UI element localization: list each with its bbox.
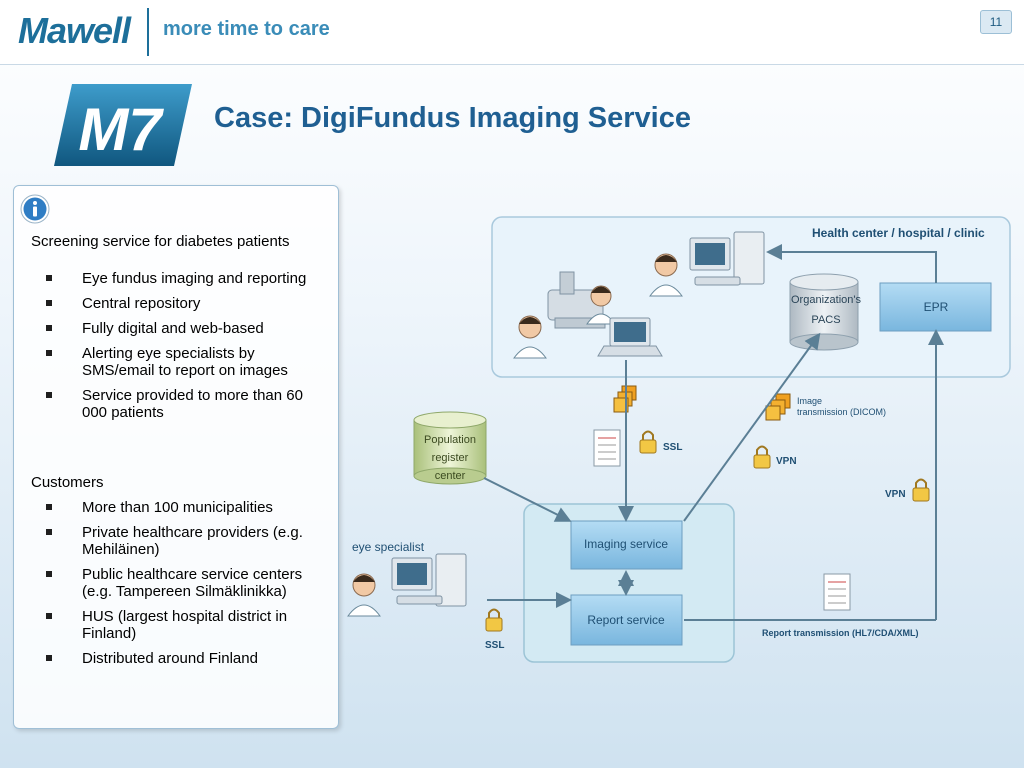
image-transmission-label-1: Image bbox=[797, 396, 822, 406]
tagline: more time to care bbox=[163, 18, 330, 40]
epr-box bbox=[879, 282, 992, 332]
computer-icon bbox=[391, 553, 467, 607]
population-label-1: Population bbox=[424, 434, 476, 446]
ssl-bottom-label: SSL bbox=[485, 640, 504, 651]
lock-icon bbox=[485, 608, 503, 632]
population-label-2: register bbox=[432, 452, 469, 464]
m7-badge: M7 bbox=[54, 84, 192, 166]
vpn-right-label: VPN bbox=[885, 489, 906, 500]
list-item: Alerting eye specialists by SMS/email to… bbox=[46, 345, 327, 379]
population-register-icon bbox=[413, 411, 487, 485]
info-icon bbox=[20, 194, 50, 224]
document-icon bbox=[823, 573, 851, 611]
pacs-database-icon bbox=[789, 273, 859, 351]
service-diagram: Health center / hospital / clinic bbox=[347, 216, 1011, 663]
customers-heading: Customers bbox=[31, 474, 104, 491]
lock-icon bbox=[639, 430, 657, 454]
laptop-icon bbox=[597, 317, 663, 357]
list-item: HUS (largest hospital district in Finlan… bbox=[46, 608, 327, 642]
m7-badge-shape bbox=[54, 84, 192, 166]
lock-icon bbox=[912, 478, 930, 502]
ssl-top-label: SSL bbox=[663, 442, 682, 453]
computer-icon bbox=[689, 231, 765, 286]
lock-icon bbox=[753, 445, 771, 469]
image-transmission-label-2: transmission (DICOM) bbox=[797, 407, 886, 417]
list-item: Private healthcare providers (e.g. Mehil… bbox=[46, 524, 327, 558]
vpn-mid-label: VPN bbox=[776, 456, 797, 467]
list-item: More than 100 municipalities bbox=[46, 499, 327, 516]
doctor-icon bbox=[347, 573, 381, 617]
page-number: 11 bbox=[980, 10, 1012, 34]
customer-list: More than 100 municipalities Private hea… bbox=[46, 499, 327, 675]
header-bar: Mawell more time to care 11 bbox=[0, 0, 1024, 65]
page-title: Case: DigiFundus Imaging Service bbox=[214, 102, 691, 134]
doctor-icon bbox=[586, 285, 616, 325]
eye-specialist-label: eye specialist bbox=[352, 540, 425, 554]
logo-divider bbox=[147, 8, 149, 56]
list-item: Public healthcare service centers (e.g. … bbox=[46, 566, 327, 600]
epr-label: EPR bbox=[924, 300, 949, 314]
panel-intro: Screening service for diabetes patients bbox=[31, 233, 290, 250]
imaging-service-label: Imaging service bbox=[584, 537, 668, 551]
doctor-icon bbox=[649, 253, 683, 297]
list-item: Central repository bbox=[46, 295, 327, 312]
pacs-label-2: PACS bbox=[811, 314, 840, 326]
report-service-label: Report service bbox=[587, 613, 665, 627]
mawell-logo: Mawell bbox=[18, 10, 131, 51]
list-item: Fully digital and web-based bbox=[46, 320, 327, 337]
list-item: Distributed around Finland bbox=[46, 650, 327, 667]
info-panel: Screening service for diabetes patients … bbox=[13, 185, 339, 729]
epr-to-workstation-arrow bbox=[766, 244, 937, 283]
list-item: Eye fundus imaging and reporting bbox=[46, 270, 327, 287]
pacs-label-1: Organization's bbox=[791, 294, 861, 306]
population-label-3: center bbox=[435, 470, 466, 482]
image-stack-icon bbox=[765, 393, 791, 421]
list-item: Service provided to more than 60 000 pat… bbox=[46, 387, 327, 421]
feature-list: Eye fundus imaging and reporting Central… bbox=[46, 270, 327, 429]
report-transmission-label: Report transmission (HL7/CDA/XML) bbox=[762, 628, 919, 638]
imaging-to-pacs-arrow bbox=[683, 332, 821, 522]
health-center-label: Health center / hospital / clinic bbox=[812, 226, 985, 240]
document-icon bbox=[593, 429, 621, 467]
m7-badge-text: M7 bbox=[78, 96, 164, 163]
report-service-box bbox=[570, 594, 683, 646]
patient-icon bbox=[513, 315, 547, 359]
population-to-imaging-arrow bbox=[483, 477, 572, 522]
